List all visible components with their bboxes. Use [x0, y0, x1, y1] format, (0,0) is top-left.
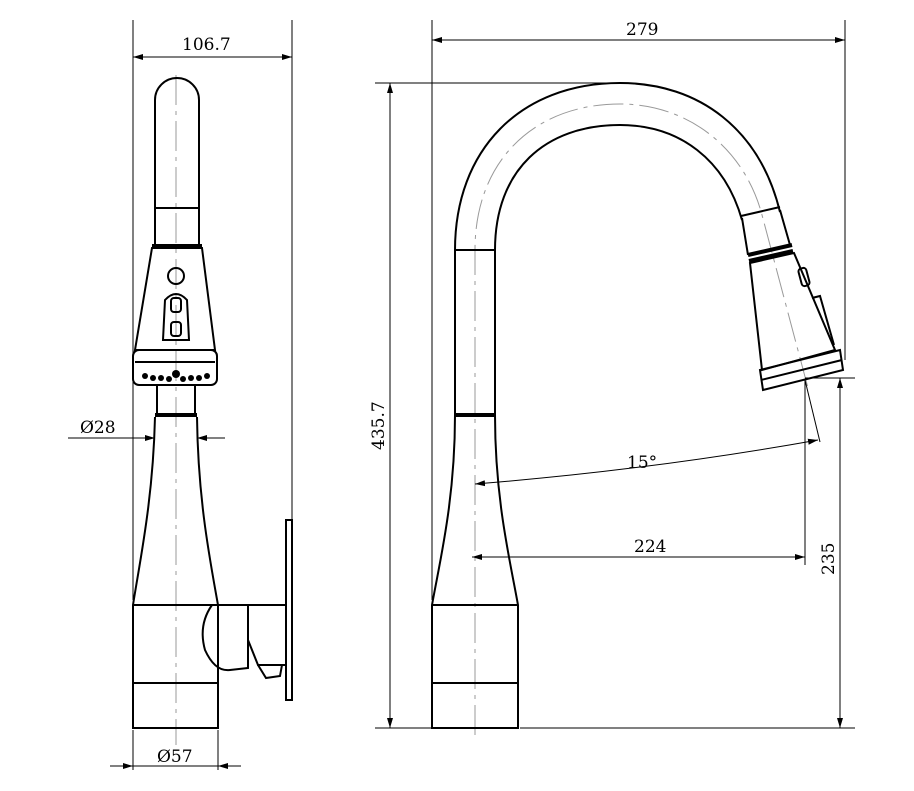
- side-handle: [201, 604, 249, 672]
- neck-diameter-label: Ø28: [80, 418, 116, 438]
- front-view: 279 435.7 15° 224 235: [369, 20, 855, 735]
- front-spout-inner: [494, 123, 743, 251]
- side-mount-plate: [285, 519, 293, 701]
- side-spout: [154, 77, 200, 245]
- height-dimension-label: 435.7: [369, 401, 389, 450]
- front-spray-face: [758, 348, 845, 392]
- base-diameter-label: Ø57: [157, 747, 193, 767]
- side-spray-head: [133, 247, 217, 351]
- side-spray-face: [132, 349, 218, 386]
- width-dimension-label: 106.7: [182, 35, 231, 55]
- spout-reach-label: 224: [634, 537, 666, 557]
- angle-label: 15°: [627, 453, 657, 473]
- pause-button-icon: [167, 267, 185, 285]
- side-view: 106.7 Ø28 Ø57: [68, 20, 293, 770]
- reach-dimension-label: 279: [626, 20, 658, 40]
- front-spout-outer: [454, 81, 781, 251]
- front-spray-head: [748, 251, 837, 372]
- side-body: [132, 416, 219, 729]
- spout-height-label: 235: [819, 543, 839, 575]
- mode-switch-icon: [161, 293, 191, 341]
